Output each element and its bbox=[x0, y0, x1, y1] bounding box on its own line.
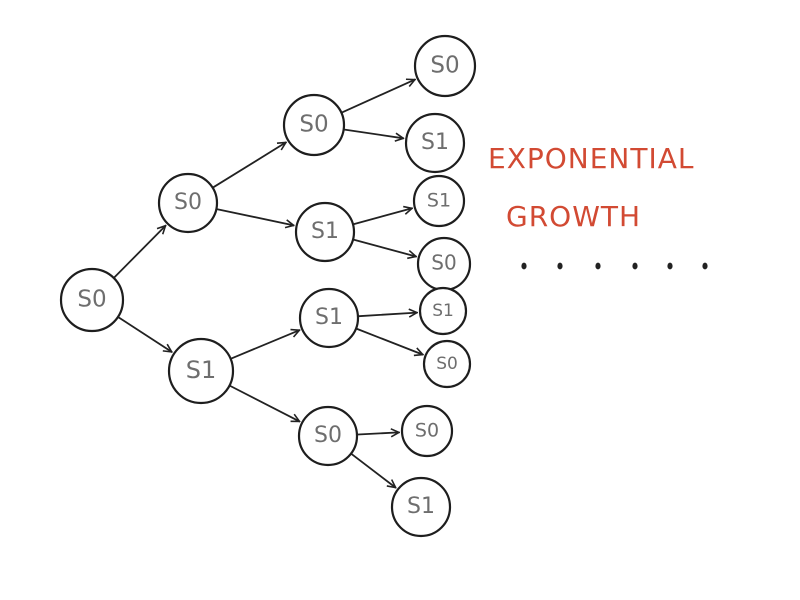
state-node-circle bbox=[422, 339, 472, 389]
state-node-label: S0 bbox=[436, 354, 458, 374]
edge-arrow bbox=[229, 385, 299, 423]
state-node-circle bbox=[390, 476, 452, 538]
edges-layer bbox=[113, 80, 423, 488]
dot bbox=[667, 262, 673, 270]
state-node: S1 bbox=[390, 476, 452, 538]
state-node: S1 bbox=[404, 112, 466, 174]
edge-arrow bbox=[216, 208, 293, 225]
state-node-label: S0 bbox=[431, 251, 456, 275]
state-node: S0 bbox=[422, 339, 472, 389]
state-node: S1 bbox=[167, 337, 235, 405]
state-node-label: S0 bbox=[299, 112, 328, 138]
state-node-circle bbox=[400, 404, 454, 458]
state-node-circle bbox=[282, 93, 346, 157]
state-node: S1 bbox=[418, 286, 468, 336]
edge-arrow bbox=[113, 226, 166, 279]
edge-arrow bbox=[230, 330, 300, 360]
edge-arrow bbox=[343, 128, 404, 139]
edge-arrow bbox=[357, 313, 417, 317]
state-node-circle bbox=[404, 112, 466, 174]
dot bbox=[521, 262, 527, 270]
state-node: S1 bbox=[298, 287, 360, 349]
state-node-label: S0 bbox=[174, 190, 202, 215]
state-node-label: S1 bbox=[427, 190, 451, 212]
continuation-dots bbox=[521, 262, 708, 270]
state-node-label: S0 bbox=[77, 287, 106, 313]
dot bbox=[595, 262, 601, 270]
state-node: S0 bbox=[297, 405, 359, 467]
state-node-circle bbox=[59, 267, 125, 333]
state-node-circle bbox=[297, 405, 359, 467]
edge-arrow bbox=[212, 142, 286, 189]
state-node: S0 bbox=[157, 172, 219, 234]
state-node-label: S1 bbox=[432, 301, 454, 321]
state-node-label: S1 bbox=[186, 356, 217, 384]
edge-arrow bbox=[357, 432, 399, 434]
edge-arrow bbox=[352, 208, 412, 226]
annotation-exponential: EXPONENTIAL bbox=[488, 142, 695, 175]
state-node-label: S1 bbox=[311, 219, 339, 244]
state-node: S0 bbox=[282, 93, 346, 157]
state-node-label: S1 bbox=[407, 494, 435, 519]
edge-arrow bbox=[353, 238, 416, 257]
edge-arrow bbox=[117, 316, 172, 352]
dot bbox=[702, 262, 708, 270]
state-node-circle bbox=[412, 174, 466, 228]
state-node-label: S1 bbox=[315, 305, 343, 330]
edge-arrow bbox=[356, 327, 423, 355]
state-node-circle bbox=[298, 287, 360, 349]
edge-arrow bbox=[350, 453, 396, 487]
dot bbox=[557, 262, 563, 270]
state-node-circle bbox=[157, 172, 219, 234]
state-node-circle bbox=[167, 337, 235, 405]
state-node-circle bbox=[418, 286, 468, 336]
dot bbox=[632, 262, 638, 270]
state-node: S0 bbox=[413, 34, 477, 98]
state-node-label: S0 bbox=[415, 420, 439, 442]
state-node: S0 bbox=[416, 236, 472, 292]
state-node-label: S1 bbox=[421, 130, 449, 155]
state-node-circle bbox=[413, 34, 477, 98]
state-node-label: S0 bbox=[430, 53, 459, 79]
annotation-growth: GROWTH bbox=[506, 200, 641, 233]
state-node: S1 bbox=[294, 201, 356, 263]
edge-arrow bbox=[341, 80, 415, 114]
state-node: S1 bbox=[412, 174, 466, 228]
state-node: S0 bbox=[59, 267, 125, 333]
state-node: S0 bbox=[400, 404, 454, 458]
state-node-circle bbox=[294, 201, 356, 263]
state-node-label: S0 bbox=[314, 423, 342, 448]
